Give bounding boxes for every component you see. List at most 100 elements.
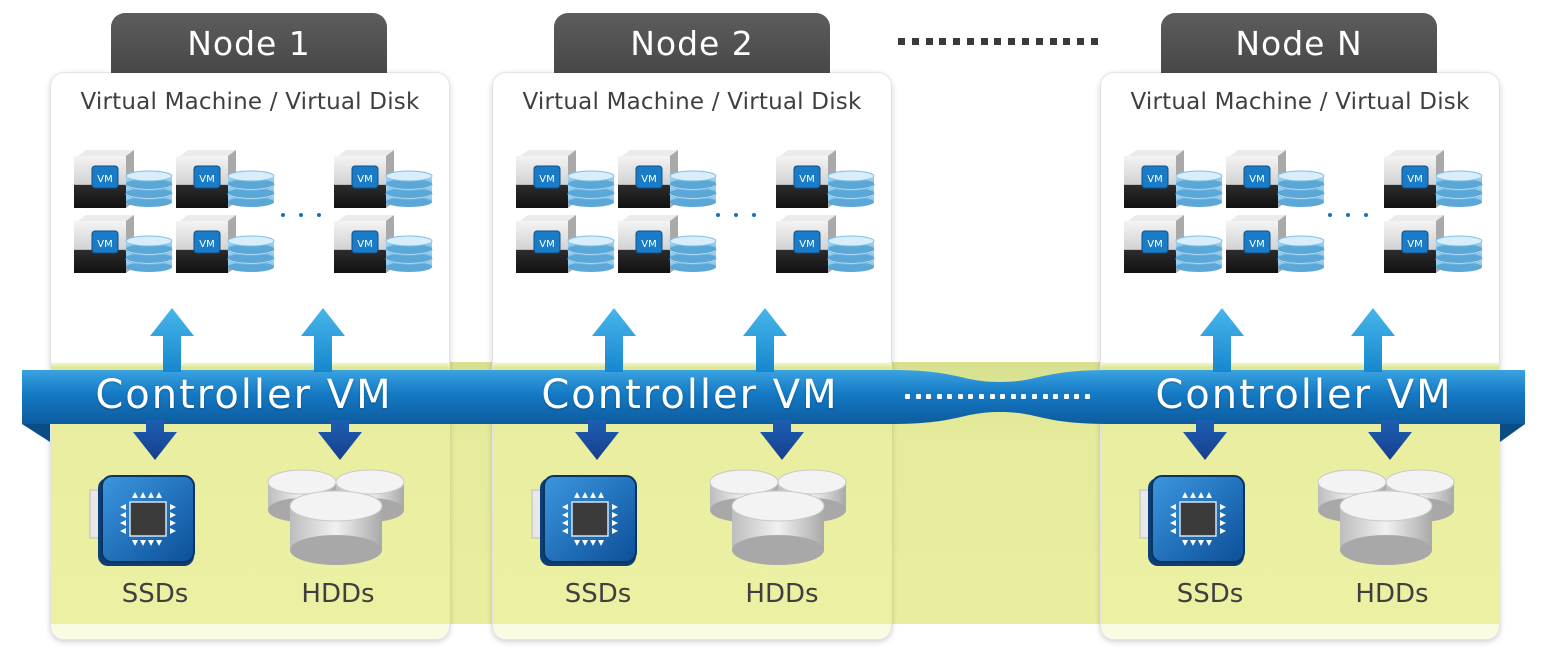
hdd-platter [1339, 490, 1433, 565]
vm-with-disk: VM [334, 150, 433, 208]
vm-with-disk: VM [776, 215, 875, 273]
vm-server-icon: VM [1384, 215, 1444, 273]
vm-server-icon: VM [1384, 150, 1444, 208]
up-arrow-icon [150, 308, 194, 372]
hdd-label-2: HDDs [745, 579, 819, 609]
hdd-cylinder-icon [709, 469, 847, 565]
vm-badge-label: VM [199, 174, 214, 185]
vm-server-icon: VM [1226, 150, 1286, 208]
controller-vm-label-2: Controller VM [541, 372, 839, 418]
virtual-disk-stack-icon [1175, 235, 1223, 272]
virtual-disk-stack-icon [227, 235, 275, 272]
hdd-label-1: HDDs [301, 579, 375, 609]
virtual-disk-stack-icon [827, 235, 875, 272]
vm-badge-label: VM [799, 174, 814, 185]
up-arrow-icon [1351, 308, 1395, 372]
hdd-cylinder-icon [1317, 469, 1455, 565]
virtual-disk-stack-icon [1435, 235, 1483, 272]
vm-with-disk: VM [618, 215, 717, 273]
vm-badge-label: VM [357, 174, 372, 185]
vm-server-icon: VM [74, 215, 134, 273]
down-arrow-icon [318, 420, 362, 460]
ssd-label-2: SSDs [564, 579, 632, 609]
vm-server-icon: VM [1226, 215, 1286, 273]
vm-with-disk: VM [334, 215, 433, 273]
down-arrow-icon [133, 420, 177, 460]
vm-server-icon: VM [176, 215, 236, 273]
vm-server-icon: VM [334, 215, 394, 273]
virtual-disk-stack-icon [125, 170, 173, 207]
hdd-cylinder-icon [267, 469, 405, 565]
virtual-disk-stack-icon [385, 170, 433, 207]
virtual-disk-stack-icon [567, 235, 615, 272]
vm-badge-label: VM [97, 174, 112, 185]
up-arrow-icon [592, 308, 636, 372]
vm-server-icon: VM [334, 150, 394, 208]
up-arrow-icon [1200, 308, 1244, 372]
vm-server-icon: VM [1124, 215, 1184, 273]
vm-server-icon: VM [516, 150, 576, 208]
more-nodes-ellipsis [898, 38, 1098, 50]
virtual-disk-stack-icon [567, 170, 615, 207]
controller-bus [22, 370, 1525, 424]
more-vms-ellipsis [281, 213, 321, 219]
vm-with-disk: VM [1226, 215, 1325, 273]
vm-server-icon: VM [1124, 150, 1184, 208]
virtual-disk-stack-icon [125, 235, 173, 272]
vm-badge-label: VM [1147, 174, 1162, 185]
more-vms-ellipsis [1328, 213, 1368, 219]
hdd-label-n: HDDs [1355, 579, 1429, 609]
up-arrow-icon [301, 308, 345, 372]
virtual-disk-stack-icon [227, 170, 275, 207]
vm-server-icon: VM [618, 150, 678, 208]
vm-with-disk: VM [516, 150, 615, 208]
vm-server-icon: VM [618, 215, 678, 273]
virtual-disk-stack-icon [1435, 170, 1483, 207]
down-arrow-icon [1183, 420, 1227, 460]
hdd-platter [289, 490, 383, 565]
vm-server-icon: VM [74, 150, 134, 208]
vm-with-disk: VM [74, 150, 173, 208]
vm-with-disk: VM [618, 150, 717, 208]
vm-server-icon: VM [776, 215, 836, 273]
down-arrow-icon [575, 420, 619, 460]
vm-badge-label: VM [1407, 174, 1422, 185]
virtual-disk-stack-icon [827, 170, 875, 207]
vm-with-disk: VM [1124, 150, 1223, 208]
hdd-platter [731, 490, 825, 565]
more-controllers-ellipsis [905, 394, 1090, 400]
virtual-disk-stack-icon [1175, 170, 1223, 207]
vm-badge-label: VM [799, 239, 814, 250]
vm-badge-label: VM [1407, 239, 1422, 250]
virtual-disk-stack-icon [669, 235, 717, 272]
ssd-chip-icon [89, 475, 195, 566]
vm-badge-label: VM [199, 239, 214, 250]
virtual-disk-stack-icon [1277, 235, 1325, 272]
vm-badge-label: VM [97, 239, 112, 250]
more-vms-ellipsis [716, 213, 756, 219]
vm-badge-label: VM [1249, 174, 1264, 185]
ssd-label-n: SSDs [1176, 579, 1244, 609]
node-tab-2: Node 2 [554, 13, 830, 73]
virtual-disk-stack-icon [1277, 170, 1325, 207]
up-arrow-icon [743, 308, 787, 372]
down-arrow-icon [1368, 420, 1412, 460]
ssd-chip-icon [531, 475, 637, 566]
virtual-disk-stack-icon [669, 170, 717, 207]
down-arrow-icon [760, 420, 804, 460]
vm-badge-label: VM [1147, 239, 1162, 250]
vm-with-disk: VM [1226, 150, 1325, 208]
vm-server-icon: VM [176, 150, 236, 208]
vm-with-disk: VM [176, 215, 275, 273]
vm-heading: Virtual Machine / Virtual Disk [522, 89, 862, 115]
vm-with-disk: VM [74, 215, 173, 273]
vm-with-disk: VM [176, 150, 275, 208]
vm-badge-label: VM [539, 174, 554, 185]
node-tab-1: Node 1 [111, 13, 387, 73]
vm-heading: Virtual Machine / Virtual Disk [80, 89, 420, 115]
vm-server-icon: VM [516, 215, 576, 273]
vm-server-icon: VM [776, 150, 836, 208]
vm-with-disk: VM [776, 150, 875, 208]
vm-badge-label: VM [641, 174, 656, 185]
